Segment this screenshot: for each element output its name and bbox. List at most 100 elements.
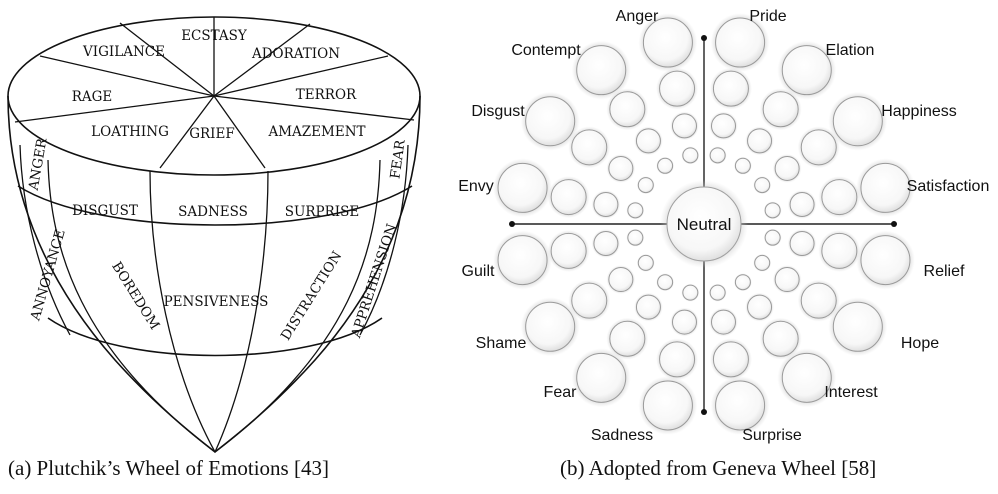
intensity-bubble-7-4 [781, 352, 832, 403]
label-loathing: LOATHING [91, 124, 169, 140]
intensity-bubble-11-2 [608, 267, 634, 293]
intensity-bubble-2-4 [781, 45, 832, 96]
intensity-bubble-7-1 [734, 274, 751, 291]
intensity-bubble-6-4 [832, 301, 883, 352]
label-adoration: ADORATION [251, 46, 340, 62]
intensity-bubble-10-3 [609, 320, 646, 357]
intensity-bubble-13-2 [593, 191, 619, 217]
intensity-bubble-13-1 [627, 202, 644, 219]
intensity-bubble-12-2 [593, 231, 619, 257]
label-vigilance: VIGILANCE [82, 44, 165, 60]
label-disgust: DISGUST [72, 203, 138, 219]
intensity-bubble-3-1 [754, 177, 771, 194]
label-sadness: SADNESS [178, 204, 248, 220]
intensity-bubble-14-3 [571, 129, 608, 166]
neutral-label: Neutral [677, 215, 732, 234]
label-guilt: Guilt [462, 263, 495, 280]
intensity-bubble-6-2 [774, 267, 800, 293]
plutchik-wheel [7, 16, 421, 454]
intensity-bubble-15-1 [657, 157, 674, 174]
intensity-bubble-1-1 [709, 147, 726, 164]
intensity-bubble-1-3 [712, 70, 749, 107]
intensity-bubble-4-4 [860, 162, 911, 213]
intensity-bubble-3-2 [774, 155, 800, 181]
intensity-bubble-16-4 [642, 17, 693, 68]
label-fear: FEAR [387, 138, 408, 180]
label-anger-b: Anger [616, 8, 659, 25]
caption-b: (b) Adopted from Geneva Wheel [58] [560, 456, 877, 480]
intensity-bubble-2-1 [734, 157, 751, 174]
label-anger: ANGER [25, 136, 50, 192]
label-interest: Interest [824, 384, 878, 401]
geneva-wheel: Neutral [493, 13, 915, 435]
intensity-bubble-2-2 [747, 128, 773, 154]
caption-a: (a) Plutchik’s Wheel of Emotions [43] [8, 456, 329, 480]
plutchik-labels: ECSTASY VIGILANCE ADORATION RAGE TERROR … [25, 28, 408, 343]
geneva-labels: Anger Pride Contempt Elation Disgust Hap… [458, 8, 989, 444]
center-bubble: Neutral [660, 180, 748, 268]
intensity-bubble-3-3 [800, 129, 837, 166]
label-hope: Hope [901, 335, 939, 352]
intensity-bubble-9-2 [671, 309, 697, 335]
intensity-bubble-15-3 [609, 91, 646, 128]
intensity-bubble-6-3 [800, 282, 837, 319]
label-envy: Envy [458, 178, 494, 195]
intensity-bubble-16-2 [671, 113, 697, 139]
intensity-bubble-13-4 [497, 162, 548, 213]
intensity-bubble-5-1 [764, 229, 781, 246]
label-disgust-b: Disgust [471, 103, 525, 120]
vertical-lines [19, 144, 409, 453]
intensity-bubble-8-4 [715, 380, 766, 431]
label-fear-b: Fear [544, 384, 578, 401]
band-1 [17, 185, 413, 226]
intensity-bubble-11-1 [637, 254, 654, 271]
intensity-bubble-8-1 [709, 284, 726, 301]
intensity-bubble-10-2 [635, 294, 661, 320]
intensity-bubble-7-2 [747, 294, 773, 320]
intensity-bubble-5-2 [789, 231, 815, 257]
label-distraction: DISTRACTION [278, 248, 346, 343]
intensity-bubble-8-2 [711, 309, 737, 335]
intensity-bubble-14-2 [608, 155, 634, 181]
label-rage: RAGE [72, 89, 113, 105]
label-grief: GRIEF [189, 126, 235, 142]
band-2 [47, 317, 383, 357]
label-sadness-b: Sadness [591, 427, 653, 444]
axis-endpoints [509, 35, 897, 415]
bubbles [493, 13, 915, 435]
intensity-bubble-5-3 [821, 232, 858, 269]
intensity-bubble-14-1 [637, 177, 654, 194]
intensity-bubble-1-2 [711, 113, 737, 139]
intensity-bubble-12-1 [627, 229, 644, 246]
intensity-bubble-15-4 [576, 45, 627, 96]
intensity-bubble-12-4 [497, 235, 548, 286]
intensity-bubble-9-3 [659, 341, 696, 378]
label-shame: Shame [476, 335, 527, 352]
label-happiness: Happiness [881, 103, 957, 120]
intensity-bubble-2-3 [762, 91, 799, 128]
intensity-bubble-5-4 [860, 235, 911, 286]
intensity-bubble-13-3 [550, 179, 587, 216]
intensity-bubble-3-4 [832, 96, 883, 147]
intensity-bubble-10-4 [576, 352, 627, 403]
intensity-bubble-4-1 [764, 202, 781, 219]
intensity-bubble-15-2 [635, 128, 661, 154]
label-contempt: Contempt [511, 42, 581, 59]
intensity-bubble-7-3 [762, 320, 799, 357]
label-satisfaction: Satisfaction [907, 178, 990, 195]
label-amazement: AMAZEMENT [267, 124, 365, 140]
intensity-bubble-4-2 [789, 191, 815, 217]
intensity-bubble-9-4 [642, 380, 693, 431]
intensity-bubble-9-1 [682, 284, 699, 301]
intensity-bubble-16-3 [659, 70, 696, 107]
label-elation: Elation [826, 42, 875, 59]
label-terror: TERROR [296, 87, 357, 103]
label-surprise: SURPRISE [285, 204, 359, 220]
top-spokes [14, 17, 415, 169]
intensity-bubble-10-1 [657, 274, 674, 291]
intensity-bubble-1-4 [715, 17, 766, 68]
label-pride: Pride [749, 8, 786, 25]
intensity-bubble-4-3 [821, 179, 858, 216]
label-ecstasy: ECSTASY [181, 28, 248, 44]
